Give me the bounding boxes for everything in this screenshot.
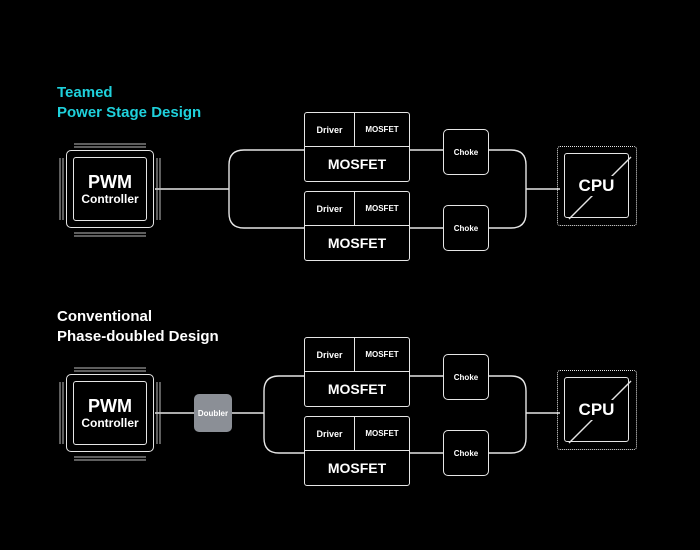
- conventional-title-line1: Conventional: [57, 308, 153, 325]
- conventional-choke-1: Choke: [443, 354, 489, 400]
- cpu-label: CPU: [577, 175, 616, 196]
- mosfet-label: MOSFET: [327, 156, 387, 172]
- teamed-pwm-label: PWM: [88, 171, 132, 192]
- mosfet-label: MOSFET: [327, 235, 387, 251]
- conventional-cpu-core: CPU: [564, 377, 629, 442]
- mosfet-small-label: MOSFET: [355, 113, 409, 147]
- driver-label: Driver: [305, 338, 355, 372]
- conventional-power-stage-2: Driver MOSFET MOSFET: [304, 416, 410, 486]
- mosfet-label: MOSFET: [327, 460, 387, 476]
- driver-label: Driver: [305, 192, 355, 226]
- mosfet-small-label: MOSFET: [355, 192, 409, 226]
- teamed-choke-1: Choke: [443, 129, 489, 175]
- teamed-title-line2: Power Stage Design: [57, 104, 202, 121]
- conventional-title-line2: Phase-doubled Design: [57, 328, 219, 345]
- conventional-pwm-label: PWM: [88, 395, 132, 416]
- teamed-pwm-controller-core: PWM Controller: [73, 157, 147, 221]
- cpu-label: CPU: [577, 399, 616, 420]
- conventional-controller-label: Controller: [81, 415, 139, 430]
- conventional-choke-2: Choke: [443, 430, 489, 476]
- teamed-pwm-controller: PWM Controller: [66, 150, 154, 228]
- conventional-cpu: CPU: [557, 370, 637, 450]
- driver-label: Driver: [305, 417, 355, 451]
- conventional-pwm-controller-core: PWM Controller: [73, 381, 147, 445]
- teamed-cpu-core: CPU: [564, 153, 629, 218]
- doubler-block: Doubler: [194, 394, 232, 432]
- mosfet-label: MOSFET: [327, 381, 387, 397]
- teamed-title-line1: Teamed: [57, 84, 113, 101]
- mosfet-small-label: MOSFET: [355, 338, 409, 372]
- mosfet-small-label: MOSFET: [355, 417, 409, 451]
- conventional-power-stage-1: Driver MOSFET MOSFET: [304, 337, 410, 407]
- teamed-power-stage-2: Driver MOSFET MOSFET: [304, 191, 410, 261]
- teamed-controller-label: Controller: [81, 191, 139, 206]
- teamed-title: Teamed Power Stage Design: [57, 83, 201, 123]
- conventional-title: Conventional Phase-doubled Design: [57, 307, 219, 347]
- driver-label: Driver: [305, 113, 355, 147]
- teamed-cpu: CPU: [557, 146, 637, 226]
- teamed-choke-2: Choke: [443, 205, 489, 251]
- conventional-pwm-controller: PWM Controller: [66, 374, 154, 452]
- teamed-power-stage-1: Driver MOSFET MOSFET: [304, 112, 410, 182]
